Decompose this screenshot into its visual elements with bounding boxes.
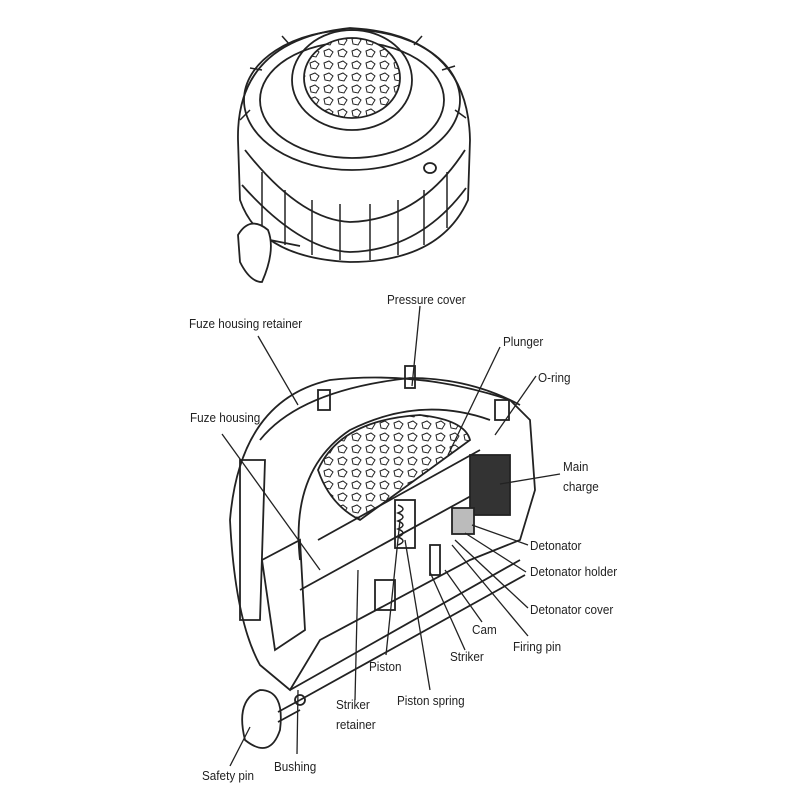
label-striker-retainer-line1: Striker bbox=[336, 697, 370, 712]
leader-main-charge bbox=[499, 473, 561, 485]
leader-bushing bbox=[296, 689, 299, 755]
leader-o-ring bbox=[494, 375, 537, 436]
label-detonator-cover: Detonator cover bbox=[530, 602, 614, 617]
label-detonator: Detonator bbox=[530, 538, 582, 553]
leader-striker bbox=[429, 571, 466, 651]
leader-striker-retainer bbox=[354, 569, 359, 701]
label-fuze-housing: Fuze housing bbox=[190, 410, 261, 425]
leader-lines bbox=[221, 305, 561, 767]
label-pressure-cover: Pressure cover bbox=[387, 292, 466, 307]
leader-fuze-housing bbox=[221, 433, 321, 571]
label-detonator-holder: Detonator holder bbox=[530, 564, 618, 579]
leader-safety-pin bbox=[229, 726, 251, 767]
label-bushing: Bushing bbox=[274, 759, 317, 774]
label-main-charge-line2: charge bbox=[563, 479, 599, 494]
label-striker-retainer-line2: retainer bbox=[336, 717, 376, 732]
label-firing-pin: Firing pin bbox=[513, 639, 562, 654]
leader-piston-spring bbox=[404, 539, 431, 691]
leader-plunger bbox=[447, 346, 501, 456]
label-cam: Cam bbox=[472, 622, 497, 637]
leader-detonator-cover bbox=[454, 539, 529, 609]
label-piston: Piston bbox=[369, 659, 402, 674]
leader-piston bbox=[385, 519, 401, 656]
leader-cam bbox=[444, 569, 483, 623]
label-piston-spring: Piston spring bbox=[397, 693, 465, 708]
label-striker: Striker bbox=[450, 649, 484, 664]
leader-detonator-holder bbox=[464, 532, 527, 573]
leader-pressure-cover bbox=[411, 305, 421, 387]
label-main-charge-line1: Main bbox=[563, 459, 589, 474]
leader-firing-pin bbox=[451, 544, 529, 637]
intact-mine-illustration bbox=[237, 27, 471, 283]
label-o-ring: O-ring bbox=[538, 370, 571, 385]
leader-fuze-housing-retainer bbox=[257, 335, 299, 406]
label-safety-pin: Safety pin bbox=[202, 768, 255, 783]
label-plunger: Plunger bbox=[503, 334, 544, 349]
label-fuze-housing-retainer: Fuze housing retainer bbox=[189, 316, 303, 331]
cutaway-mine-illustration bbox=[229, 365, 536, 749]
leader-detonator bbox=[471, 524, 529, 546]
